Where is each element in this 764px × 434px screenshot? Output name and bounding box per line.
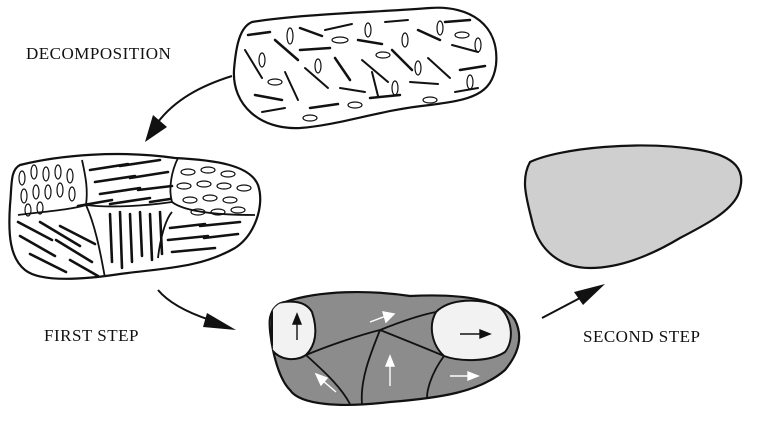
- arrow-first-step: [158, 290, 236, 330]
- decomposition-label: DECOMPOSITION: [26, 44, 171, 64]
- second-step-label: SECOND STEP: [583, 327, 700, 347]
- first-step-label: FIRST STEP: [44, 326, 139, 346]
- light-domain-left: [272, 302, 315, 360]
- initial-random-microstructure: [234, 8, 496, 128]
- arrow-decomposition: [145, 76, 232, 142]
- single-domain-state: [525, 146, 741, 268]
- light-domain-right: [432, 301, 511, 361]
- domain-switching-microstructure: [270, 292, 519, 405]
- decomposed-microstructure: [9, 154, 260, 279]
- arrow-second-step: [542, 284, 605, 318]
